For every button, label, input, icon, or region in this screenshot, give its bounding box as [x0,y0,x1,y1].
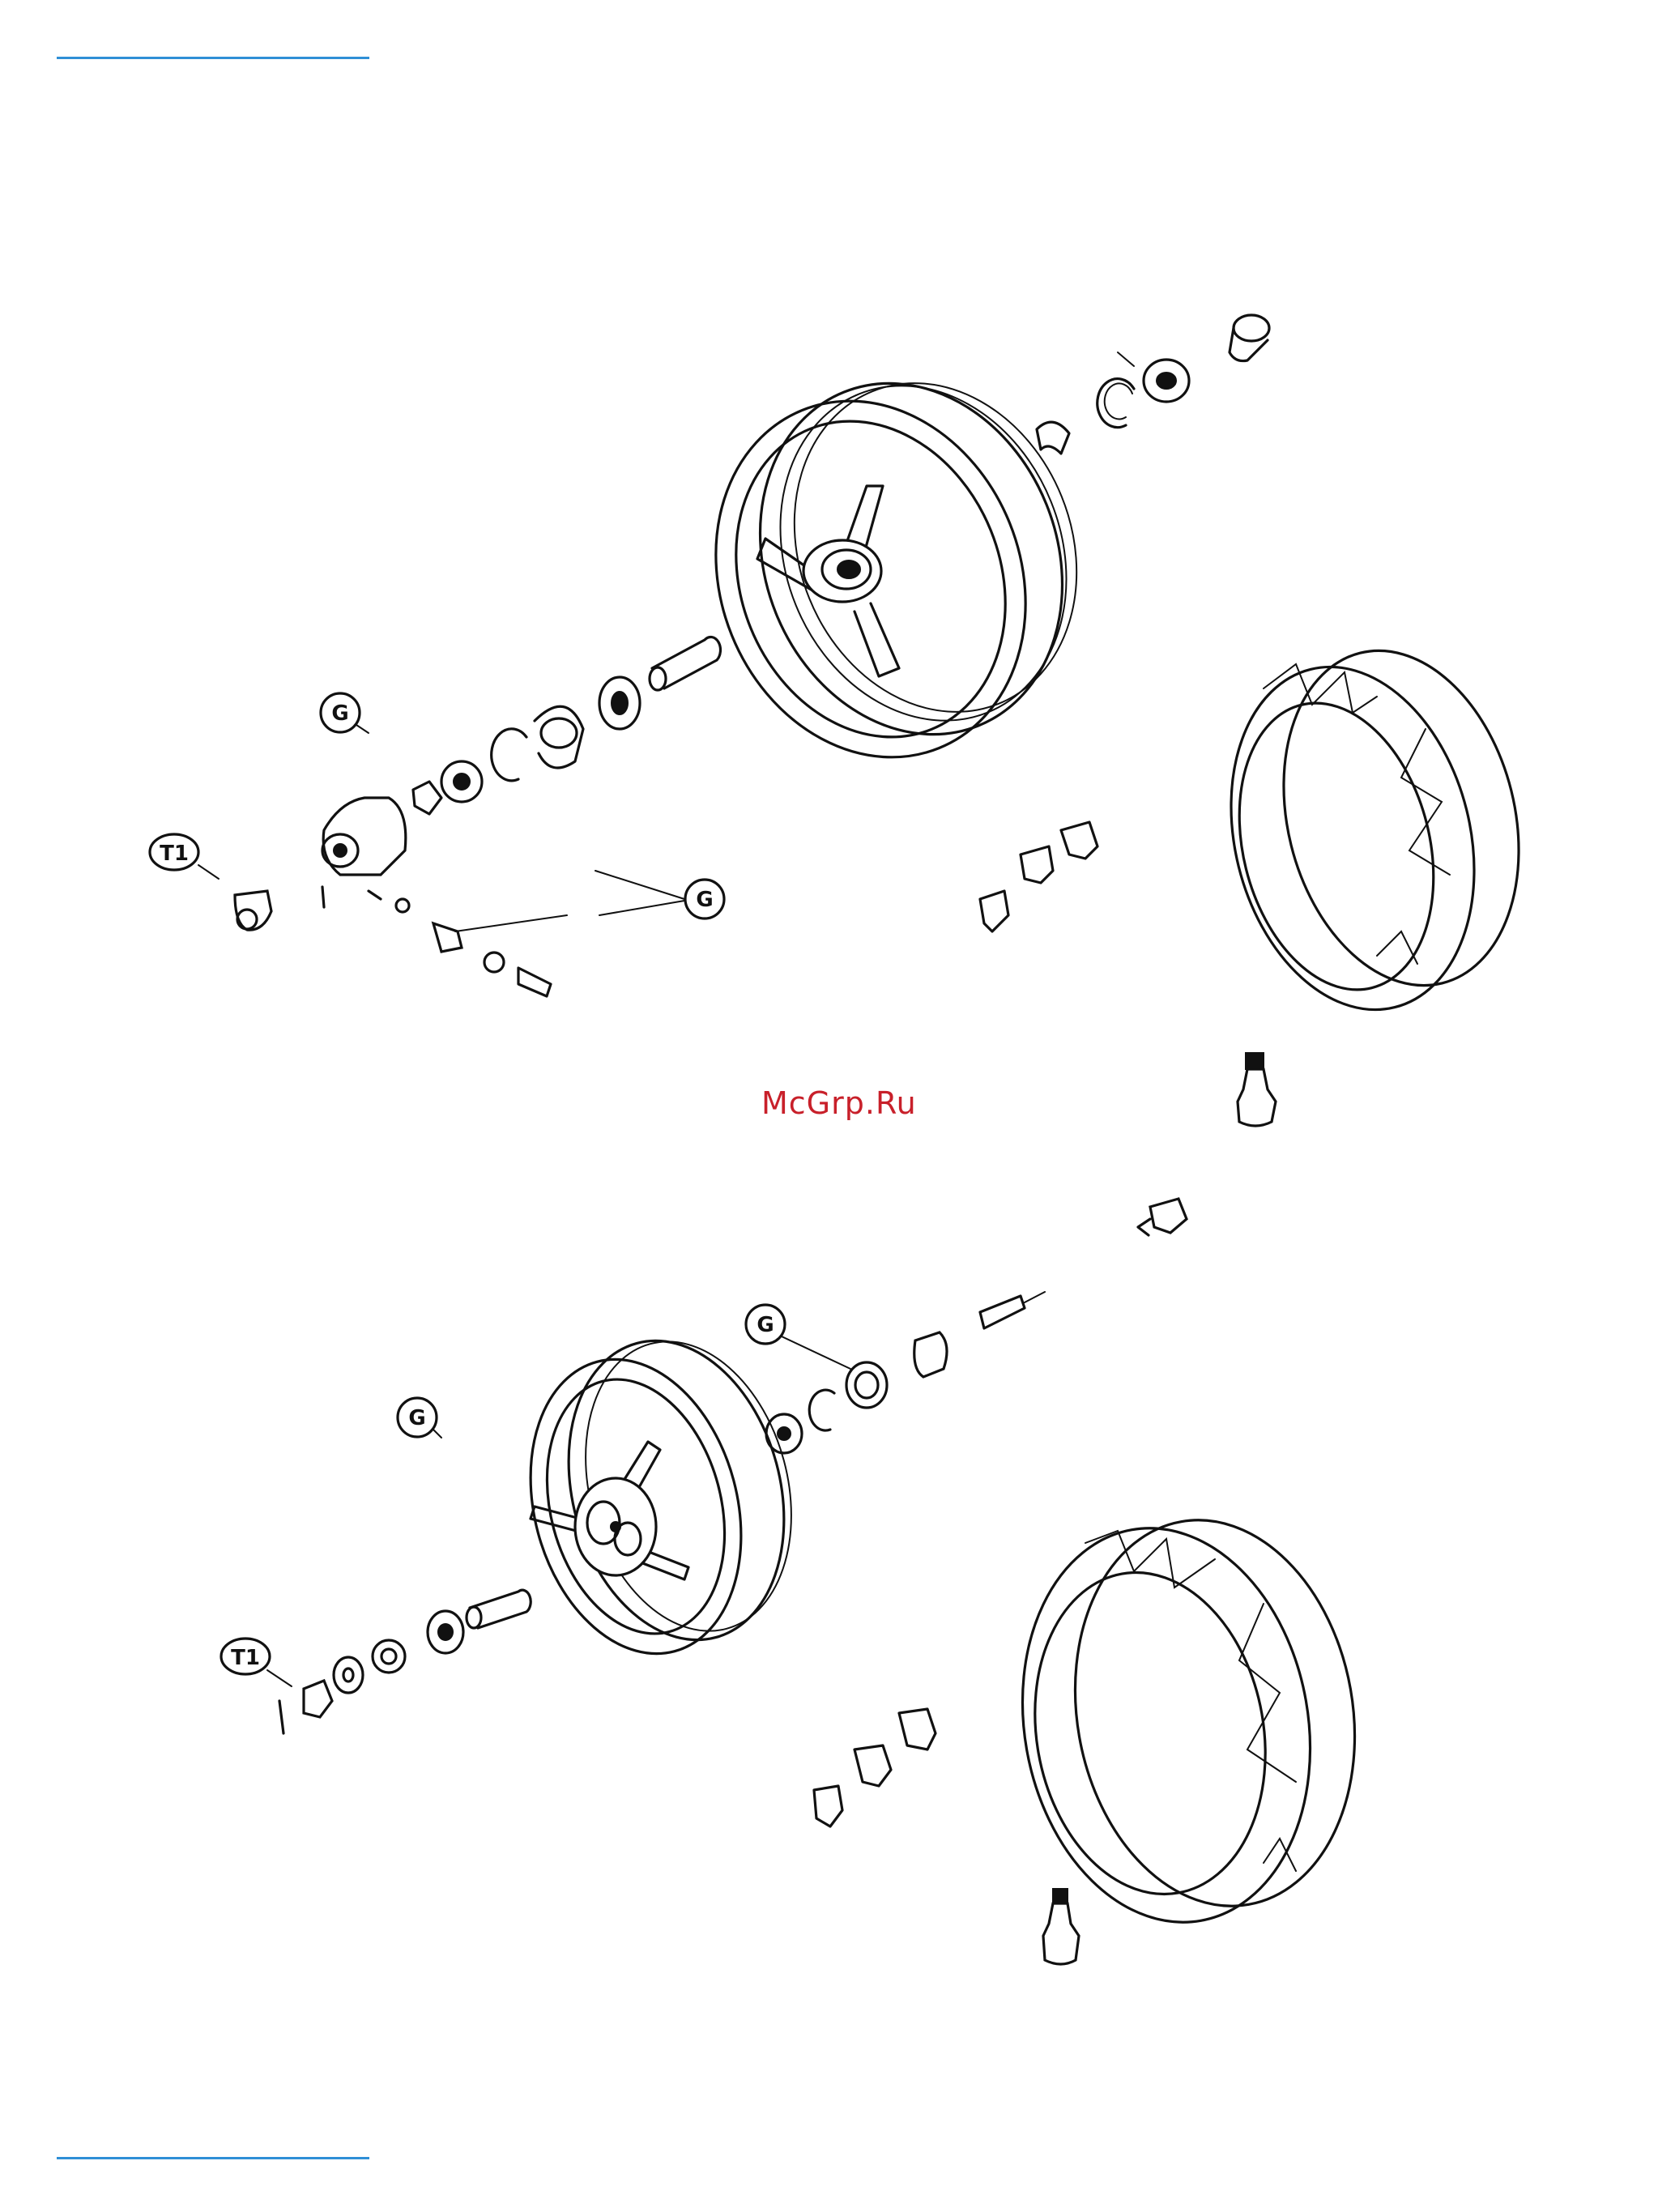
front-right-bearing [1118,352,1189,402]
rear-axle [980,1292,1045,1328]
label-g-front-1: G [321,693,369,733]
front-circlip [1097,379,1134,428]
front-left-bearing [599,677,640,729]
label-g-front-2: G [595,871,724,918]
rear-valve [1043,1889,1079,1964]
front-balance-weights [980,822,1097,931]
front-axle-sleeve [650,637,720,690]
front-axle-bolt [235,891,271,930]
front-dust-seal [1037,422,1069,454]
front-wheel-assembly: G T1 G [150,315,1553,1126]
rear-axle-collar [467,1590,531,1628]
speedo-drive-gear [413,761,482,814]
rear-balance-weights [814,1709,936,1826]
rear-wheel-assembly: G G T1 [221,1199,1384,1964]
rear-washer [334,1657,363,1693]
label-g-rear-1: G [746,1305,850,1369]
speedo-cable-parts [396,899,567,996]
rear-spacer [914,1332,947,1377]
svg-text:G: G [331,701,348,726]
rear-tyre [992,1498,1384,1946]
rear-right-seal [846,1362,887,1408]
front-rim [663,338,1125,804]
rear-circlip [809,1390,834,1430]
label-t1-rear: T1 [221,1639,292,1686]
watermark: McGrp.Ru [761,1085,917,1121]
svg-text:T1: T1 [231,1646,260,1670]
speedo-gearbox [322,798,406,907]
svg-text:G: G [757,1313,774,1337]
label-t1-front: T1 [150,834,219,879]
front-speedo-gear-plate [535,706,583,768]
svg-text:G: G [696,888,713,912]
rear-rim [499,1316,822,1677]
rear-left-bearing [428,1611,463,1653]
rear-left-seal [373,1640,405,1673]
front-valve [1238,1053,1276,1126]
svg-text:T1: T1 [160,842,189,866]
rear-axle-nut-left [279,1681,332,1733]
front-spacer-collar [1230,315,1269,361]
svg-text:G: G [408,1406,425,1430]
label-g-rear-2: G [398,1398,441,1438]
rear-axle-nut [1138,1199,1187,1235]
front-tyre [1196,625,1552,1035]
front-left-circlip [492,729,526,781]
